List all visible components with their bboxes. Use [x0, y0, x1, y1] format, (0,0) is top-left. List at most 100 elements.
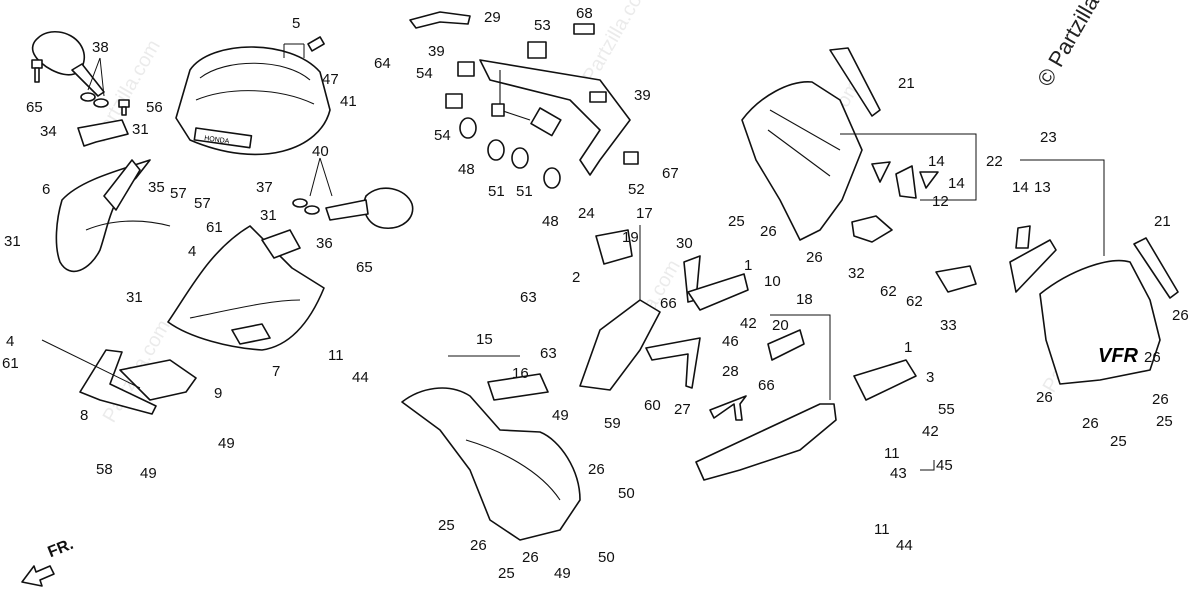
- callout-18: 18: [796, 291, 813, 308]
- callout-59: 59: [604, 415, 621, 432]
- callout-19: 19: [622, 229, 639, 246]
- callout-31: 31: [132, 121, 149, 138]
- callout-26: 26: [522, 549, 539, 566]
- callout-26: 26: [470, 537, 487, 554]
- callout-26: 26: [1082, 415, 1099, 432]
- callout-26: 26: [1036, 389, 1053, 406]
- callout-12: 12: [932, 193, 949, 210]
- callout-42: 42: [922, 423, 939, 440]
- callout-36: 36: [316, 235, 333, 252]
- callout-5: 5: [292, 15, 300, 32]
- callout-51: 51: [516, 183, 533, 200]
- callout-52: 52: [628, 181, 645, 198]
- callout-6: 6: [42, 181, 50, 198]
- callout-57: 57: [194, 195, 211, 212]
- callout-16: 16: [512, 365, 529, 382]
- windscreen-brand-text: HONDA: [204, 135, 230, 145]
- callout-62: 62: [880, 283, 897, 300]
- callout-24: 24: [578, 205, 595, 222]
- callout-33: 33: [940, 317, 957, 334]
- callout-49: 49: [218, 435, 235, 452]
- callout-11: 11: [874, 521, 890, 538]
- callout-61: 61: [206, 219, 223, 236]
- callout-9: 9: [214, 385, 222, 402]
- callout-2: 2: [572, 269, 580, 286]
- callout-51: 51: [488, 183, 505, 200]
- callout-27: 27: [674, 401, 691, 418]
- callout-14: 14: [928, 153, 945, 170]
- callout-1: 1: [904, 339, 912, 356]
- callout-44: 44: [352, 369, 369, 386]
- duct-36-drawing: [261, 229, 301, 259]
- callout-20: 20: [772, 317, 789, 334]
- callout-68: 68: [576, 5, 593, 22]
- callout-4: 4: [6, 333, 14, 350]
- callout-43: 43: [890, 465, 907, 482]
- inner-fairing-6-drawing: [55, 159, 171, 273]
- callout-21: 21: [1154, 213, 1171, 230]
- callout-22: 22: [986, 153, 1003, 170]
- vfr-badge-text: VFR: [1098, 345, 1139, 367]
- middle-cowl-23-drawing: VFR: [1009, 225, 1179, 385]
- mirror-left-drawing: [31, 31, 109, 108]
- callout-38: 38: [92, 39, 109, 56]
- callout-53: 53: [534, 17, 551, 34]
- callout-67: 67: [662, 165, 679, 182]
- callout-37: 37: [256, 179, 273, 196]
- callout-23: 23: [1040, 129, 1057, 146]
- bolt-65-drawing: [31, 59, 43, 83]
- lower-cowl-15-drawing: [401, 373, 581, 541]
- callout-49: 49: [140, 465, 157, 482]
- callout-31: 31: [126, 289, 143, 306]
- callout-17: 17: [636, 205, 653, 222]
- callout-54: 54: [416, 65, 433, 82]
- callout-45: 45: [936, 457, 953, 474]
- callout-1: 1: [744, 257, 752, 274]
- callout-21: 21: [898, 75, 915, 92]
- callout-34: 34: [40, 123, 57, 140]
- callout-64: 64: [374, 55, 391, 72]
- callout-10: 10: [764, 273, 781, 290]
- callout-25: 25: [498, 565, 515, 582]
- callout-4: 4: [188, 243, 196, 260]
- leader-lines: [41, 43, 1105, 471]
- callout-labels: 5 38 65 56 47 41 34 31 6 35 57 57 37 40 …: [2, 5, 1189, 582]
- upper-cowl-7-drawing: [167, 225, 325, 351]
- callout-63: 63: [540, 345, 557, 362]
- callout-58: 58: [96, 461, 113, 478]
- callout-25: 25: [728, 213, 745, 230]
- callout-30: 30: [676, 235, 693, 252]
- bracket-17-drawing: [579, 229, 749, 391]
- callout-8: 8: [80, 407, 88, 424]
- callout-13: 13: [1034, 179, 1051, 196]
- callout-29: 29: [484, 9, 501, 26]
- callout-35: 35: [148, 179, 165, 196]
- front-direction-arrow-icon: [21, 565, 55, 587]
- bracket-34-drawing: [77, 119, 129, 147]
- callout-15: 15: [476, 331, 493, 348]
- side-panel-18-drawing: [695, 329, 917, 481]
- callout-46: 46: [722, 333, 739, 350]
- callout-49: 49: [554, 565, 571, 582]
- callout-41: 41: [340, 93, 357, 110]
- middle-cowl-22-drawing: [741, 47, 977, 293]
- callout-11: 11: [884, 445, 900, 462]
- callout-55: 55: [938, 401, 955, 418]
- callout-26: 26: [588, 461, 605, 478]
- callout-48: 48: [458, 161, 475, 178]
- callout-42: 42: [740, 315, 757, 332]
- callout-63: 63: [520, 289, 537, 306]
- callout-49: 49: [552, 407, 569, 424]
- mirror-right-drawing: [292, 187, 414, 229]
- side-panel-8-drawing: [79, 349, 197, 415]
- callout-65: 65: [26, 99, 43, 116]
- callout-26: 26: [1172, 307, 1189, 324]
- callout-60: 60: [644, 397, 661, 414]
- callout-48: 48: [542, 213, 559, 230]
- callout-3: 3: [926, 369, 934, 386]
- callout-61: 61: [2, 355, 19, 372]
- screw-56-drawing: [118, 99, 130, 116]
- callout-14: 14: [1012, 179, 1029, 196]
